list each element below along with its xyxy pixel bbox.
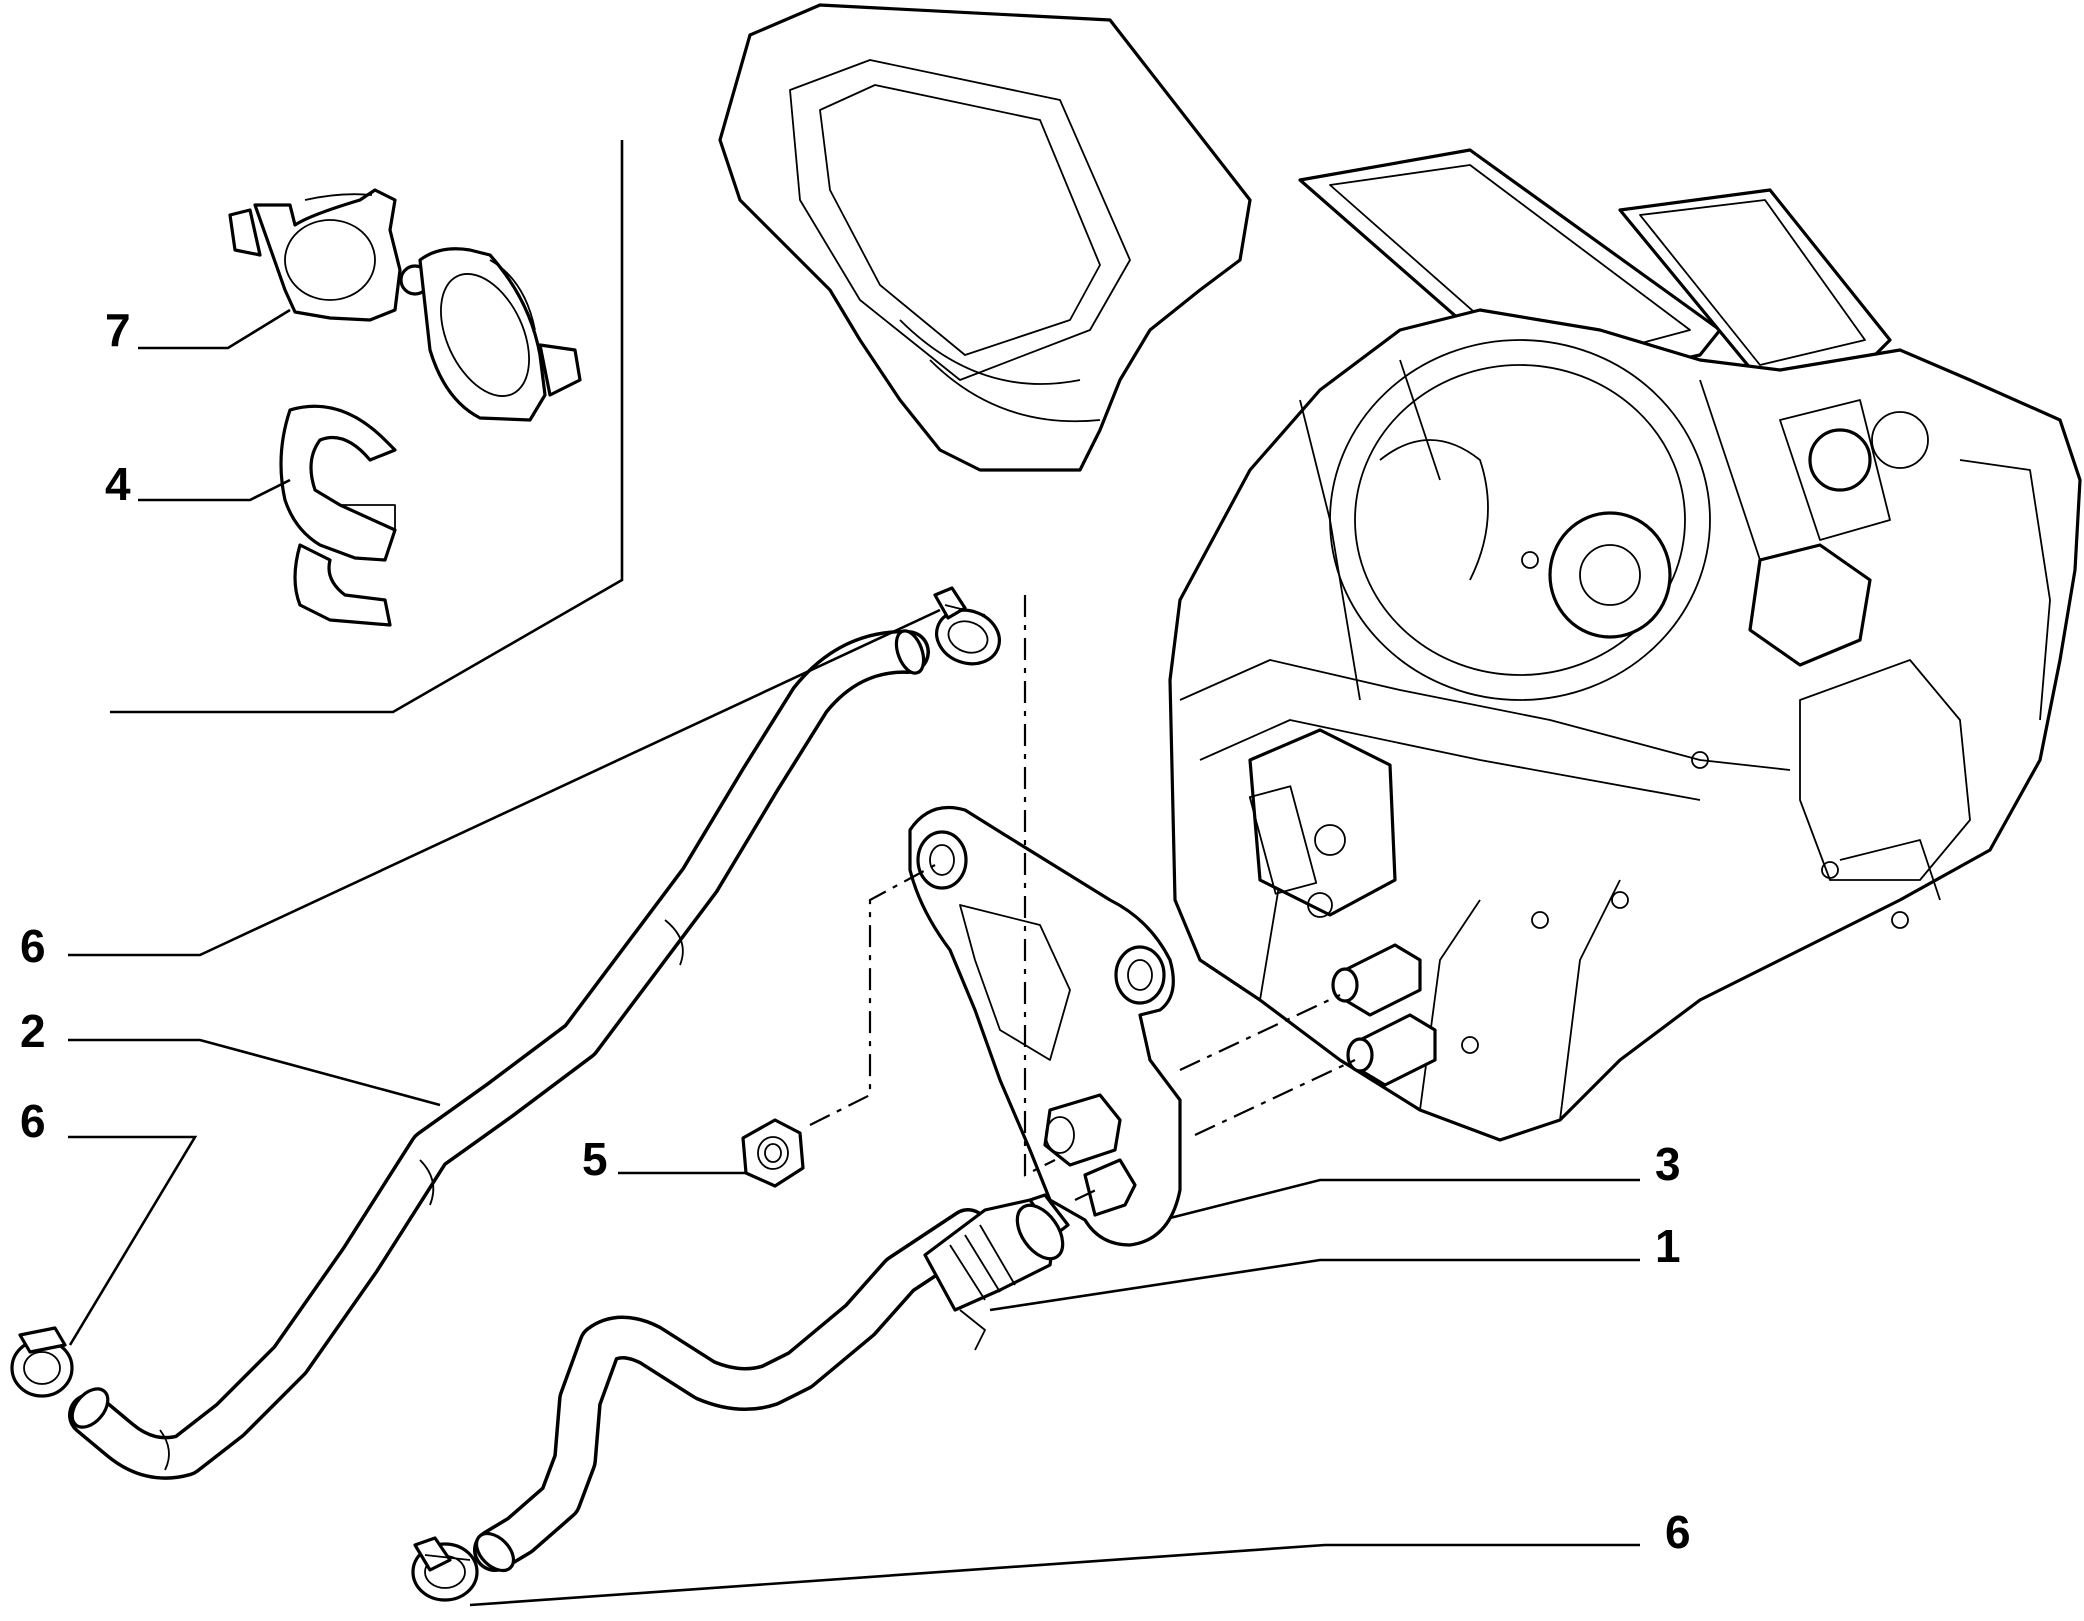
callout-6-top: 6 [20,920,46,972]
callout-6-left: 6 [20,1095,46,1147]
leader-6-bottom [469,1543,1640,1607]
heater-hose-lower [473,1193,1070,1573]
heater-hvac-unit [718,3,2082,1142]
leader-2 [68,1038,441,1107]
assembly-line-nut-to-bracket [809,864,936,1126]
double-hose-clip [228,188,582,422]
hose-clamp-top [933,586,1001,666]
leader-6-top [68,608,941,957]
inset-frame [110,140,624,714]
assembly-line-hose1 [1074,1187,1101,1201]
leader-3 [1169,1178,1640,1220]
assembly-line-pipe-lower [1194,1059,1356,1136]
hex-nut [741,1118,805,1188]
callout-7: 7 [105,304,131,356]
mounting-bracket [908,805,1182,1247]
callout-5: 5 [582,1133,608,1185]
leader-1 [989,1258,1640,1312]
heater-hose-upper [68,629,930,1480]
callout-2: 2 [20,1005,46,1057]
callout-1: 1 [1655,1220,1681,1272]
callout-6-bottom: 6 [1665,1506,1691,1558]
callout-4: 4 [105,458,131,510]
leader-4 [138,478,291,502]
assembly-line-hose-to-bracket [1023,595,1056,1177]
leader-6-left [68,1135,198,1346]
hose-clamp-bottom [411,1536,479,1602]
single-hose-clip [279,404,397,627]
assembly-line-pipe-upper [1179,994,1341,1071]
leader-7 [138,308,291,350]
callout-3: 3 [1655,1138,1681,1190]
hose-clamp-left [10,1326,74,1398]
